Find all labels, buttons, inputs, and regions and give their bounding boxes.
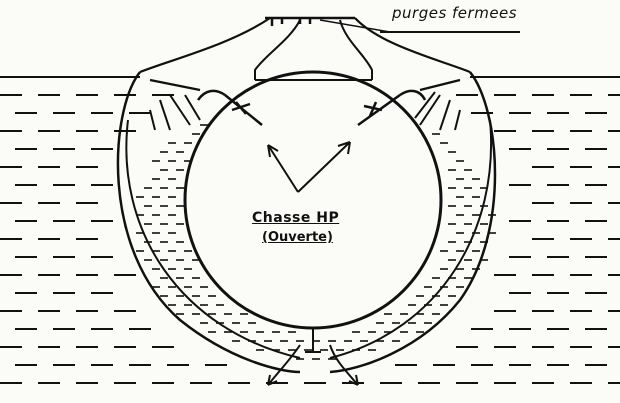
vent-pipes — [254, 19, 373, 81]
pressure-hull — [183, 70, 443, 330]
leader-line — [319, 19, 391, 33]
purges-label: purges fermees — [392, 4, 518, 22]
ouverte-label: (Ouverte) — [262, 230, 333, 245]
inner-tank-wall — [125, 119, 493, 359]
tank-top-fairing — [139, 17, 471, 92]
chasse-hp-label: Chasse HP — [252, 210, 340, 226]
hp-blow-valves — [196, 89, 427, 127]
air-flow-arrows — [149, 91, 461, 386]
purge-valves-closed — [265, 16, 355, 26]
sea-water-dashes — [0, 94, 620, 384]
ballast-water-dashes — [136, 124, 496, 360]
